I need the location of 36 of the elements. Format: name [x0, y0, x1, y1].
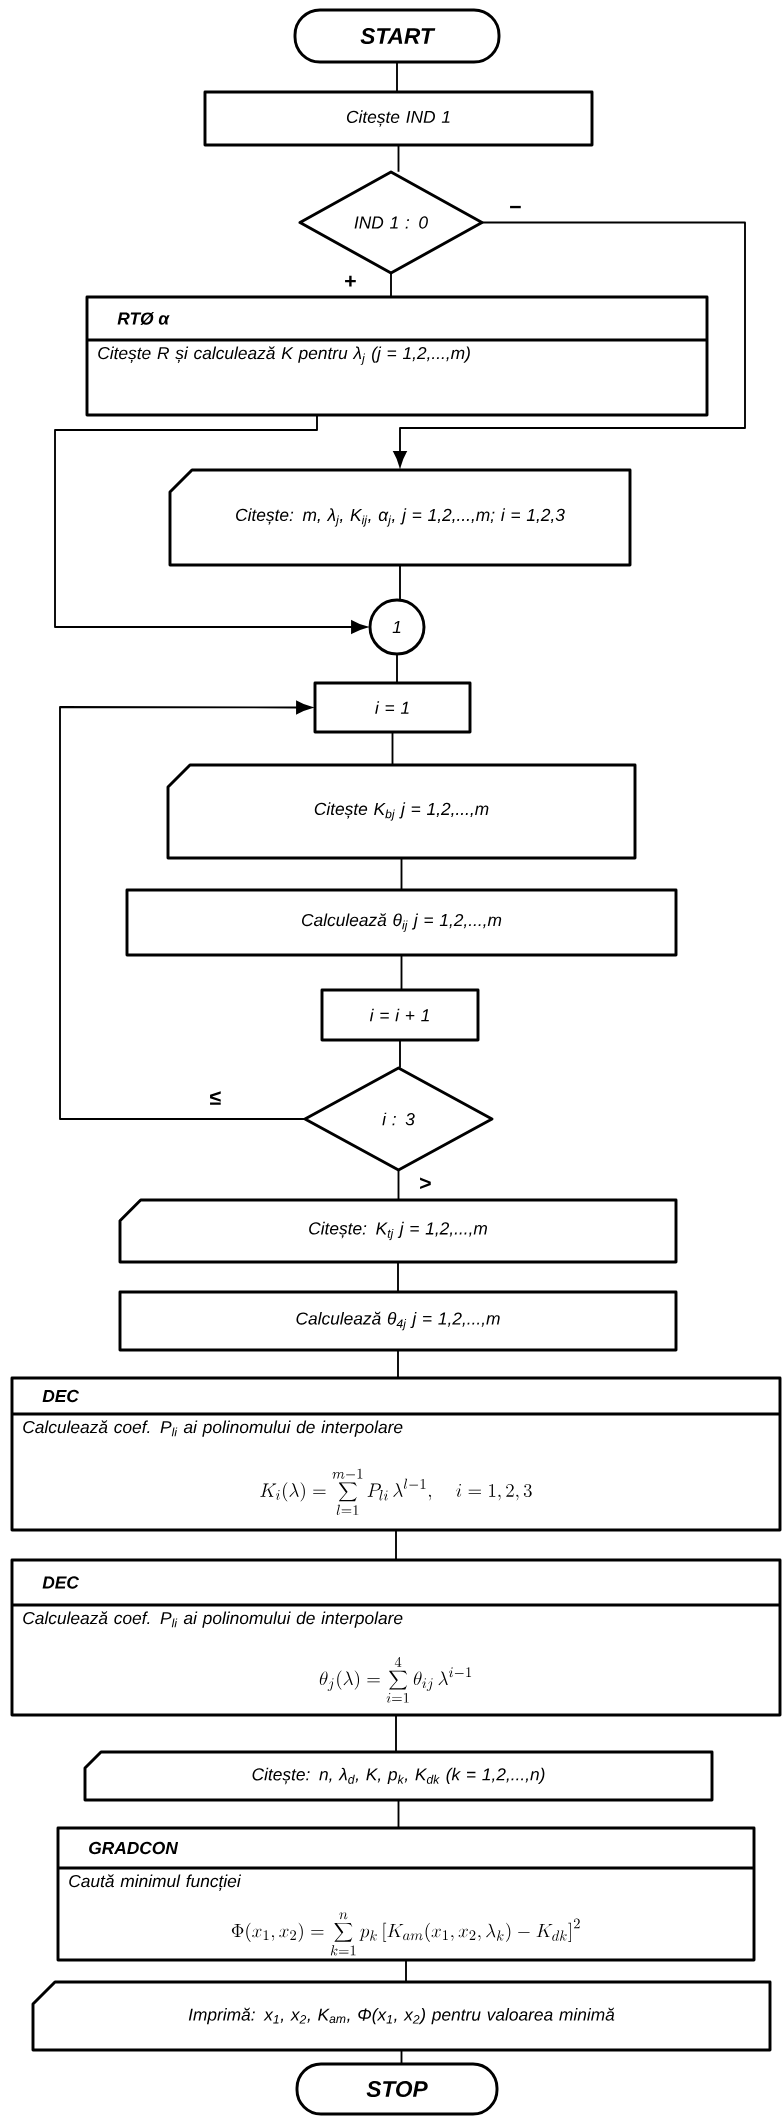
flow-line [390, 272, 392, 298]
edge-label: − [507, 204, 523, 216]
input-box: Imprimă: x$_{1}$, x$_{2}$, K$_{am}$, Φ(x$_{1}$, x$_{2}$) pentru valoarea minimă [31, 1980, 772, 2052]
flow-line [395, 1529, 397, 1561]
edge-label: + [342, 274, 358, 290]
flow-line [399, 564, 401, 601]
subroutine-box: DEC Calculează coef. P$_{li}$ ai polinomului de interpolare $K_i(\lambda) = \sum_{l=1}^{m-1} P_{li}\, \lambda^{l-1}, \quad i = 1,2,3$ [10, 1376, 782, 1532]
flow-line [54, 414, 367, 634]
input-box: Citește: m, λ$_{j}$, K$_{ij}$, α$_{j}$, j = 1,2,...,m; i = 1,2,3 [168, 468, 632, 567]
edge-label: > [417, 1176, 433, 1192]
process-box: Citește IND 1 [203, 90, 594, 147]
flow-line [393, 221, 746, 467]
subroutine-box: RTØ α Citește R și calculează K pentru λ$_{j}$ (j = 1,2,...,m) [85, 295, 709, 417]
flow-line [400, 857, 403, 891]
flow-line [391, 731, 394, 766]
process-box: Calculează θ$_{4j}$ j = 1,2,...,m [118, 1290, 678, 1352]
process-box: i = 1 [313, 681, 472, 734]
subroutine-box: DEC Calculează coef. P$_{li}$ ai polinomului de interpolare $\theta_j(\lambda) = \sum_{i=1}^{4} \theta_{ij}\, \lambda^{i-1}$ [10, 1558, 782, 1717]
flow-line [405, 1959, 407, 1983]
terminal-box: START [293, 8, 501, 64]
flow-line [397, 1169, 400, 1201]
flow-line [400, 954, 403, 991]
flow-line [395, 1714, 397, 1753]
flow-line [397, 1261, 399, 1293]
input-box: Citește: n, λ$_{d}$, K, p$_{k}$, K$_{dk}$ (k = 1,2,...,n) [83, 1750, 714, 1802]
flow-line [399, 1039, 401, 1069]
subroutine-box: GRADCON Caută minimul funcției $\Phi(x_1, x_2) = \sum_{k=1}^{n} p_k \left[K_{am}(x_1, x_2, \lambda_k) - K_{dk}\right]^2$ [56, 1826, 756, 1962]
terminal-box: STOP [295, 2062, 499, 2116]
flow-line [397, 144, 400, 173]
flow-line [396, 653, 398, 684]
flow-line [396, 61, 398, 93]
input-box: Citește: K$_{tj}$ j = 1,2,...,m [118, 1198, 678, 1264]
flow-line [397, 1349, 399, 1379]
flow-line [397, 1799, 400, 1829]
process-box: i = i + 1 [320, 988, 480, 1042]
flow-line [400, 2049, 403, 2065]
